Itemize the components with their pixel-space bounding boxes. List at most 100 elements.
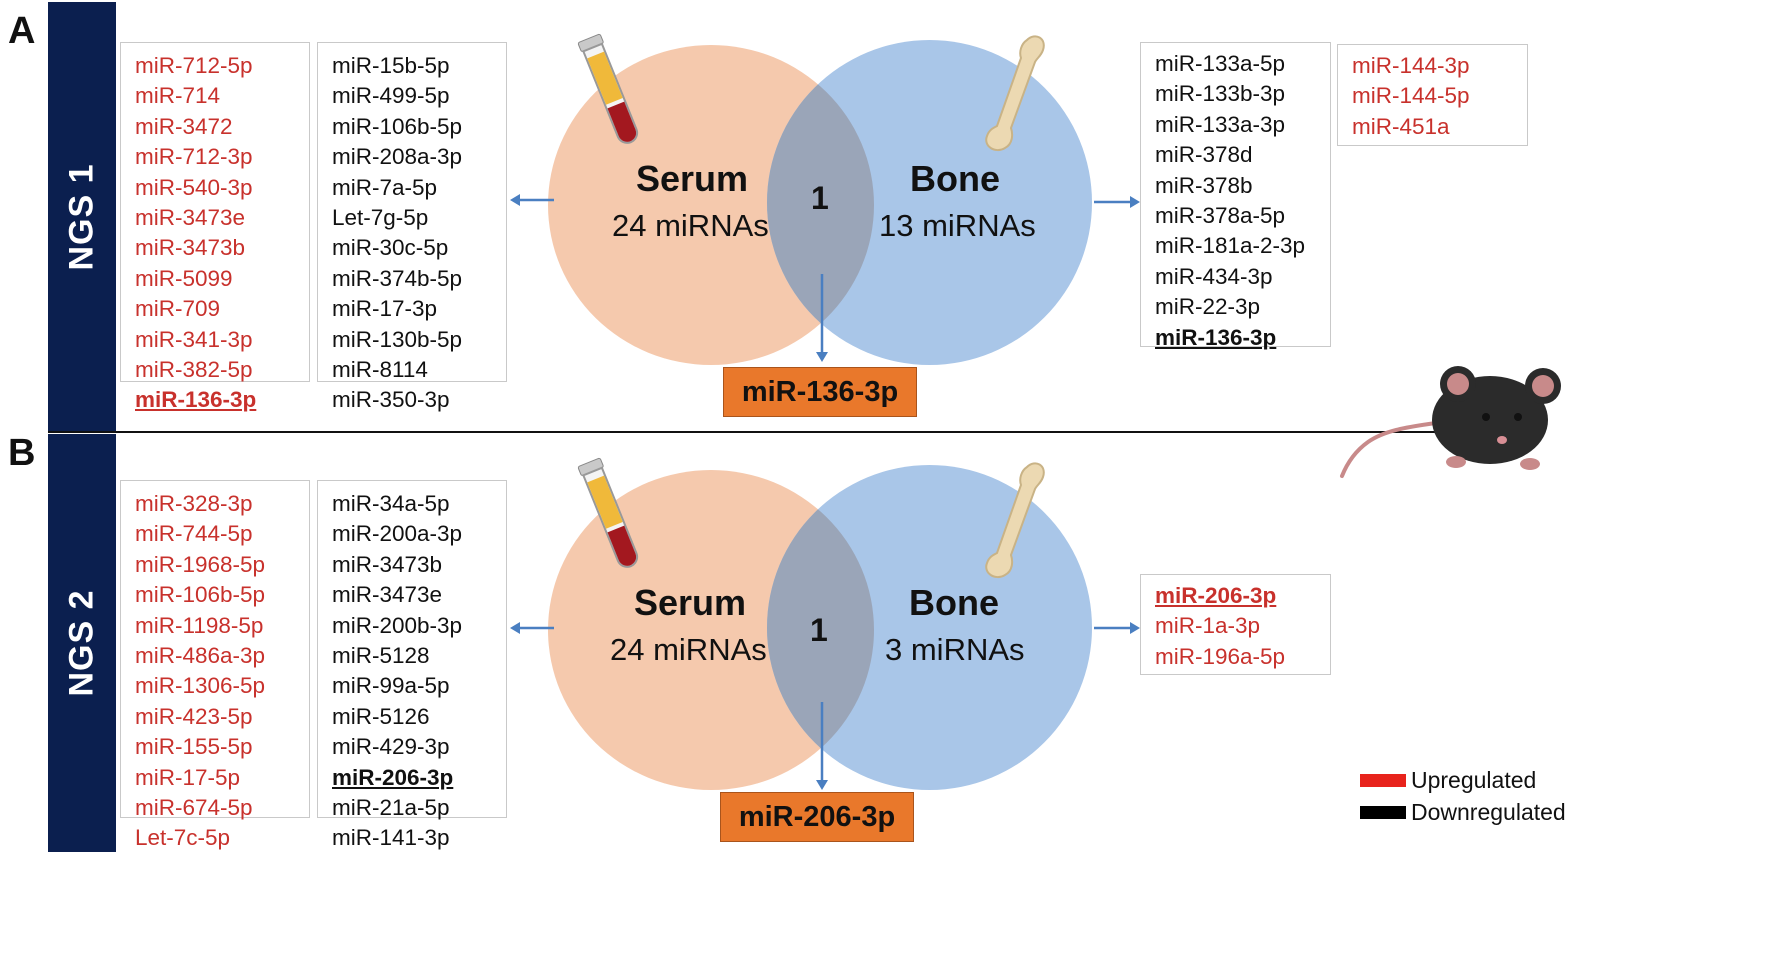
venn-overlap: [767, 40, 1092, 365]
serum-down-list-b: miR-34a-5p miR-200a-3p miR-3473b miR-3473e m…: [317, 480, 507, 850]
mirna-list-item: miR-709: [135, 296, 221, 322]
mirna-list-item: miR-5126: [332, 703, 430, 729]
mirna-list-item: miR-99a-5p: [332, 673, 450, 699]
mirna-list-item: miR-451a: [1352, 113, 1450, 139]
mirna-list-item: miR-21a-5p: [332, 795, 450, 821]
mirna-list-item: miR-133b-3p: [1155, 81, 1286, 107]
mirna-list-item: miR-136-3p: [135, 387, 257, 413]
legend-up-label: Upregulated: [1411, 767, 1537, 793]
mirna-list-item: miR-144-5p: [1352, 83, 1470, 109]
mirna-list-item: miR-540-3p: [135, 174, 253, 200]
mirna-list-item: miR-374b-5p: [332, 265, 463, 291]
mirna-list-item: Let-7c-5p: [135, 825, 231, 851]
mirna-list-item: miR-3473e: [332, 582, 443, 608]
mirna-list-item: miR-200a-3p: [332, 521, 463, 547]
mirna-list-item: miR-3473b: [135, 235, 246, 261]
mirna-list-item: miR-434-3p: [1155, 263, 1273, 289]
legend-up-swatch: [1360, 774, 1406, 787]
mirna-list-item: miR-144-3p: [1352, 53, 1470, 78]
mirna-list-item: miR-378d: [1155, 142, 1253, 168]
mirna-list-item: miR-429-3p: [332, 734, 450, 760]
legend-down-label: Downregulated: [1411, 799, 1566, 825]
bone-down-list: miR-133a-5p miR-133b-3p miR-133a-3p miR-378…: [1140, 42, 1331, 350]
mirna-list-item: miR-106b-5p: [332, 113, 463, 139]
bone-count-b: 3 miRNAs: [885, 632, 1025, 667]
mirna-list-item: miR-22-3p: [1155, 294, 1261, 320]
serum-title: Serum: [636, 158, 749, 199]
mirna-list-item: miR-423-5p: [135, 703, 253, 729]
venn-overlap-b: [767, 465, 1092, 790]
mirna-list-item: miR-130b-5p: [332, 326, 463, 352]
mouse-icon: [1340, 366, 1561, 478]
mirna-list-item: miR-133a-5p: [1155, 51, 1286, 76]
serum-count: 24 miRNAs: [612, 208, 769, 243]
mirna-list-item: Let-7g-5p: [332, 205, 429, 231]
panel-divider: [48, 431, 1438, 433]
mirna-list-item: miR-196a-5p: [1155, 643, 1286, 669]
mirna-list-item: miR-714: [135, 83, 221, 109]
mirna-list-item: miR-712-5p: [135, 53, 253, 78]
mirna-list-item: miR-382-5p: [135, 357, 253, 383]
mirna-list-item: miR-341-3p: [135, 326, 253, 352]
bone-icon: [985, 35, 1045, 152]
mirna-list-item: miR-378b: [1155, 172, 1253, 198]
mirna-list-item: miR-206-3p: [1155, 583, 1277, 608]
panel-a-label: NGS 1: [62, 163, 101, 271]
mirna-list-item: miR-7a-5p: [332, 174, 438, 200]
arrow-right: [1094, 622, 1140, 634]
panel-b-sidebar: NGS 2: [48, 434, 116, 852]
mirna-list-item: miR-378a-5p: [1155, 203, 1286, 229]
bone-icon: [985, 462, 1045, 579]
legend-down-swatch: [1360, 806, 1406, 819]
serum-up-list: miR-712-5p miR-714 miR-3472 miR-712-3p miR-5…: [120, 42, 310, 412]
shared-mirna-box-b: miR-206-3p: [720, 792, 914, 842]
mirna-list-item: miR-34a-5p: [332, 491, 450, 516]
mirna-list-item: miR-30c-5p: [332, 235, 449, 261]
mirna-list-item: miR-350-3p: [332, 387, 450, 413]
bone-title: Bone: [910, 158, 1000, 199]
panel-b-letter: B: [8, 432, 36, 474]
mirna-list-item: miR-712-3p: [135, 144, 253, 170]
mirna-list-item: miR-328-3p: [135, 491, 253, 516]
panel-a-sidebar: NGS 1: [48, 2, 116, 432]
serum-down-list: miR-15b-5p miR-499-5p miR-106b-5p miR-208a-…: [317, 42, 507, 412]
mirna-list-item: miR-106b-5p: [135, 582, 266, 608]
overlap-count-b: 1: [810, 612, 828, 648]
mirna-list-item: miR-200b-3p: [332, 612, 463, 638]
arrow-left: [510, 622, 554, 634]
arrow-down: [816, 274, 828, 362]
overlap-count: 1: [811, 180, 829, 216]
mirna-list-item: miR-208a-3p: [332, 144, 463, 170]
mirna-list-item: miR-15b-5p: [332, 53, 450, 78]
mirna-list-item: miR-674-5p: [135, 795, 253, 821]
serum-count-b: 24 miRNAs: [610, 632, 767, 667]
mirna-list-item: miR-3473b: [332, 551, 443, 577]
mirna-list-item: miR-1198-5p: [135, 612, 264, 638]
arrow-right: [1094, 196, 1140, 208]
mirna-list-item: miR-3472: [135, 113, 233, 139]
mirna-list-item: miR-744-5p: [135, 521, 253, 547]
mirna-list-item: miR-136-3p: [1155, 324, 1277, 350]
blood-tube-icon: [577, 33, 639, 144]
mirna-list-item: miR-5099: [135, 265, 233, 291]
mirna-list-item: miR-17-3p: [332, 296, 438, 322]
mirna-list-item: miR-1a-3p: [1155, 613, 1261, 639]
mirna-list-item: miR-1968-5p: [135, 551, 266, 577]
mirna-list-item: miR-141-3p: [332, 825, 450, 851]
mirna-list-item: miR-486a-3p: [135, 643, 266, 669]
arrow-left: [510, 194, 554, 206]
mirna-list-item: miR-499-5p: [332, 83, 450, 109]
bone-up-list-b: miR-206-3p miR-1a-3p miR-196a-5p: [1140, 574, 1331, 675]
mirna-list-item: miR-181a-2-3p: [1155, 233, 1306, 259]
serum-up-list-b: miR-328-3p miR-744-5p miR-1968-5p miR-106b-…: [120, 480, 310, 850]
serum-title-b: Serum: [634, 582, 747, 623]
mirna-list-item: miR-5128: [332, 643, 430, 669]
panel-a-letter: A: [8, 10, 36, 52]
panel-b-label: NGS 2: [62, 589, 101, 697]
bone-count: 13 miRNAs: [879, 208, 1036, 243]
bone-title-b: Bone: [909, 582, 999, 623]
shared-mirna-box: miR-136-3p: [723, 367, 917, 417]
mirna-list-item: miR-133a-3p: [1155, 111, 1286, 137]
bone-up-list: miR-144-3p miR-144-5p miR-451a: [1337, 44, 1528, 146]
mirna-list-item: miR-206-3p: [332, 764, 454, 790]
